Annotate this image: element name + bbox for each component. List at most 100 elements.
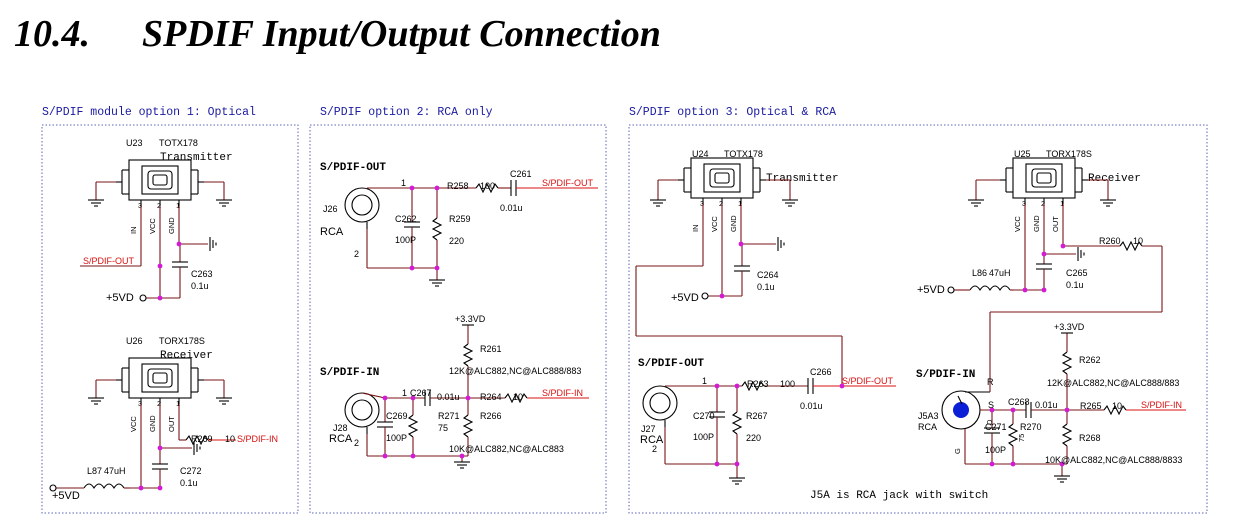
- c268-ref: C268: [1008, 397, 1030, 407]
- j27-type: RCA: [640, 434, 664, 446]
- panel-1-border: [41, 124, 299, 514]
- c261-val: 0.01u: [500, 203, 523, 213]
- c264-ref: C264: [757, 270, 779, 280]
- c262-val: 100P: [395, 235, 416, 245]
- j28-pin1: 1: [402, 388, 407, 398]
- p3-vdd-rx: +5VD: [917, 284, 945, 296]
- p3-note: J5A is RCA jack with switch: [810, 490, 988, 502]
- junction: [138, 485, 144, 491]
- panel-3-input: [941, 332, 1186, 483]
- c270-val: 100P: [693, 432, 714, 442]
- p1-vdd-top: +5VD: [106, 292, 134, 304]
- u26-part: TORX178S: [159, 336, 205, 346]
- junction: [434, 185, 440, 191]
- c265-ref: C265: [1066, 268, 1088, 278]
- panel-3-header: S/PDIF option 3: Optical & RCA: [629, 106, 836, 119]
- u25-pin-vcc: VCC: [1013, 216, 1022, 232]
- p3-sig-in: S/PDIF-IN: [1141, 400, 1182, 410]
- junction: [1060, 243, 1066, 249]
- r270-ref: R270: [1020, 422, 1042, 432]
- j5a-pin-d: D: [985, 419, 994, 425]
- j28-pin2: 2: [354, 438, 359, 448]
- c261-ref: C261: [510, 169, 532, 179]
- r266-ref: R266: [480, 411, 502, 421]
- r265-val: 10: [1112, 401, 1122, 411]
- u25-pin3: 3: [1022, 199, 1026, 208]
- c266-val: 0.01u: [800, 401, 823, 411]
- u26-pin1: 1: [176, 399, 180, 408]
- j5a-pin-g: G: [953, 448, 962, 454]
- c264-val: 0.1u: [757, 282, 775, 292]
- j26-pin2: 2: [354, 249, 359, 259]
- u26-pin-vcc: VCC: [129, 416, 138, 432]
- junction: [157, 445, 163, 451]
- r268-ref: R268: [1079, 433, 1101, 443]
- u24-desc: Transmitter: [766, 173, 839, 185]
- u24-ref: U24: [692, 149, 709, 159]
- j5a-type: RCA: [918, 422, 937, 432]
- panel-2-input: [344, 324, 589, 469]
- panel-1-transmitter: U23 TOTX178 Transmitter 3 2 1 IN VCC GND: [115, 138, 233, 234]
- section-number: 10.4.: [14, 13, 90, 55]
- r271-ref: R271: [438, 411, 460, 421]
- junction: [382, 453, 388, 459]
- junction: [157, 263, 163, 269]
- junction: [989, 407, 995, 413]
- junction: [410, 453, 416, 459]
- junction: [157, 295, 163, 301]
- j26-ref: J26: [323, 204, 338, 214]
- p3-v33: +3.3VD: [1054, 322, 1085, 332]
- panel-3-transmitter: U24 TOTX178 Transmitter 3 2 1 IN VCC GND: [677, 149, 839, 232]
- u25-pin2: 2: [1041, 199, 1045, 208]
- u25-part: TORX178S: [1046, 149, 1092, 159]
- junction: [1041, 287, 1047, 293]
- r261-ref: R261: [480, 344, 502, 354]
- junction: [1041, 251, 1047, 257]
- u23-part: TOTX178: [159, 138, 198, 148]
- c269-val: 100P: [386, 433, 407, 443]
- junction: [734, 383, 740, 389]
- u26-pin2: 2: [157, 399, 161, 408]
- junction: [409, 185, 415, 191]
- c271-val: 100P: [985, 445, 1006, 455]
- u23-pin-gnd: GND: [167, 217, 176, 234]
- r264-val: 10: [513, 392, 523, 402]
- r267-val: 220: [746, 433, 761, 443]
- r263-val: 100: [780, 379, 795, 389]
- l87-val: 47uH: [104, 466, 126, 476]
- c269-ref: C269: [386, 411, 408, 421]
- junction: [738, 241, 744, 247]
- r266-val: 10K@ALC882,NC@ALC883: [449, 444, 564, 454]
- c268-val: 0.01u: [1035, 400, 1058, 410]
- p2-out-label: S/PDIF-OUT: [320, 162, 386, 174]
- j27-ref: J27: [641, 424, 656, 434]
- r265-ref: R265: [1080, 401, 1102, 411]
- u26-pin-gnd: GND: [148, 415, 157, 432]
- panel-1-transmitter-wiring: [80, 181, 233, 302]
- r258-val: 100: [480, 181, 495, 191]
- p2-v33: +3.3VD: [455, 314, 486, 324]
- j26-pin1: 1: [401, 178, 406, 188]
- junction: [719, 293, 725, 299]
- u24-part: TOTX178: [724, 149, 763, 159]
- u24-pin-gnd: GND: [729, 215, 738, 232]
- r264-ref: R264: [480, 392, 502, 402]
- panel-2-output: [344, 180, 598, 287]
- u26-pin-out: OUT: [167, 416, 176, 432]
- u23-pin2: 2: [157, 201, 161, 210]
- j27-pin1: 1: [702, 376, 707, 386]
- p3-sig-out: S/PDIF-OUT: [842, 376, 894, 386]
- j28-type: RCA: [329, 433, 353, 445]
- junction: [1022, 287, 1028, 293]
- p3-vdd-tx: +5VD: [671, 292, 699, 304]
- u24-pin1: 1: [738, 199, 742, 208]
- junction: [989, 461, 995, 467]
- r260-val: 10: [1133, 236, 1143, 246]
- c263-ref: C263: [191, 269, 213, 279]
- p1-sig-out: S/PDIF-OUT: [83, 256, 135, 266]
- r271-val: 75: [438, 423, 448, 433]
- panel-3-receiver-wiring: [947, 179, 1163, 386]
- u24-pin3: 3: [700, 199, 704, 208]
- p1-sig-in: S/PDIF-IN: [237, 434, 278, 444]
- r258-ref: R258: [447, 181, 469, 191]
